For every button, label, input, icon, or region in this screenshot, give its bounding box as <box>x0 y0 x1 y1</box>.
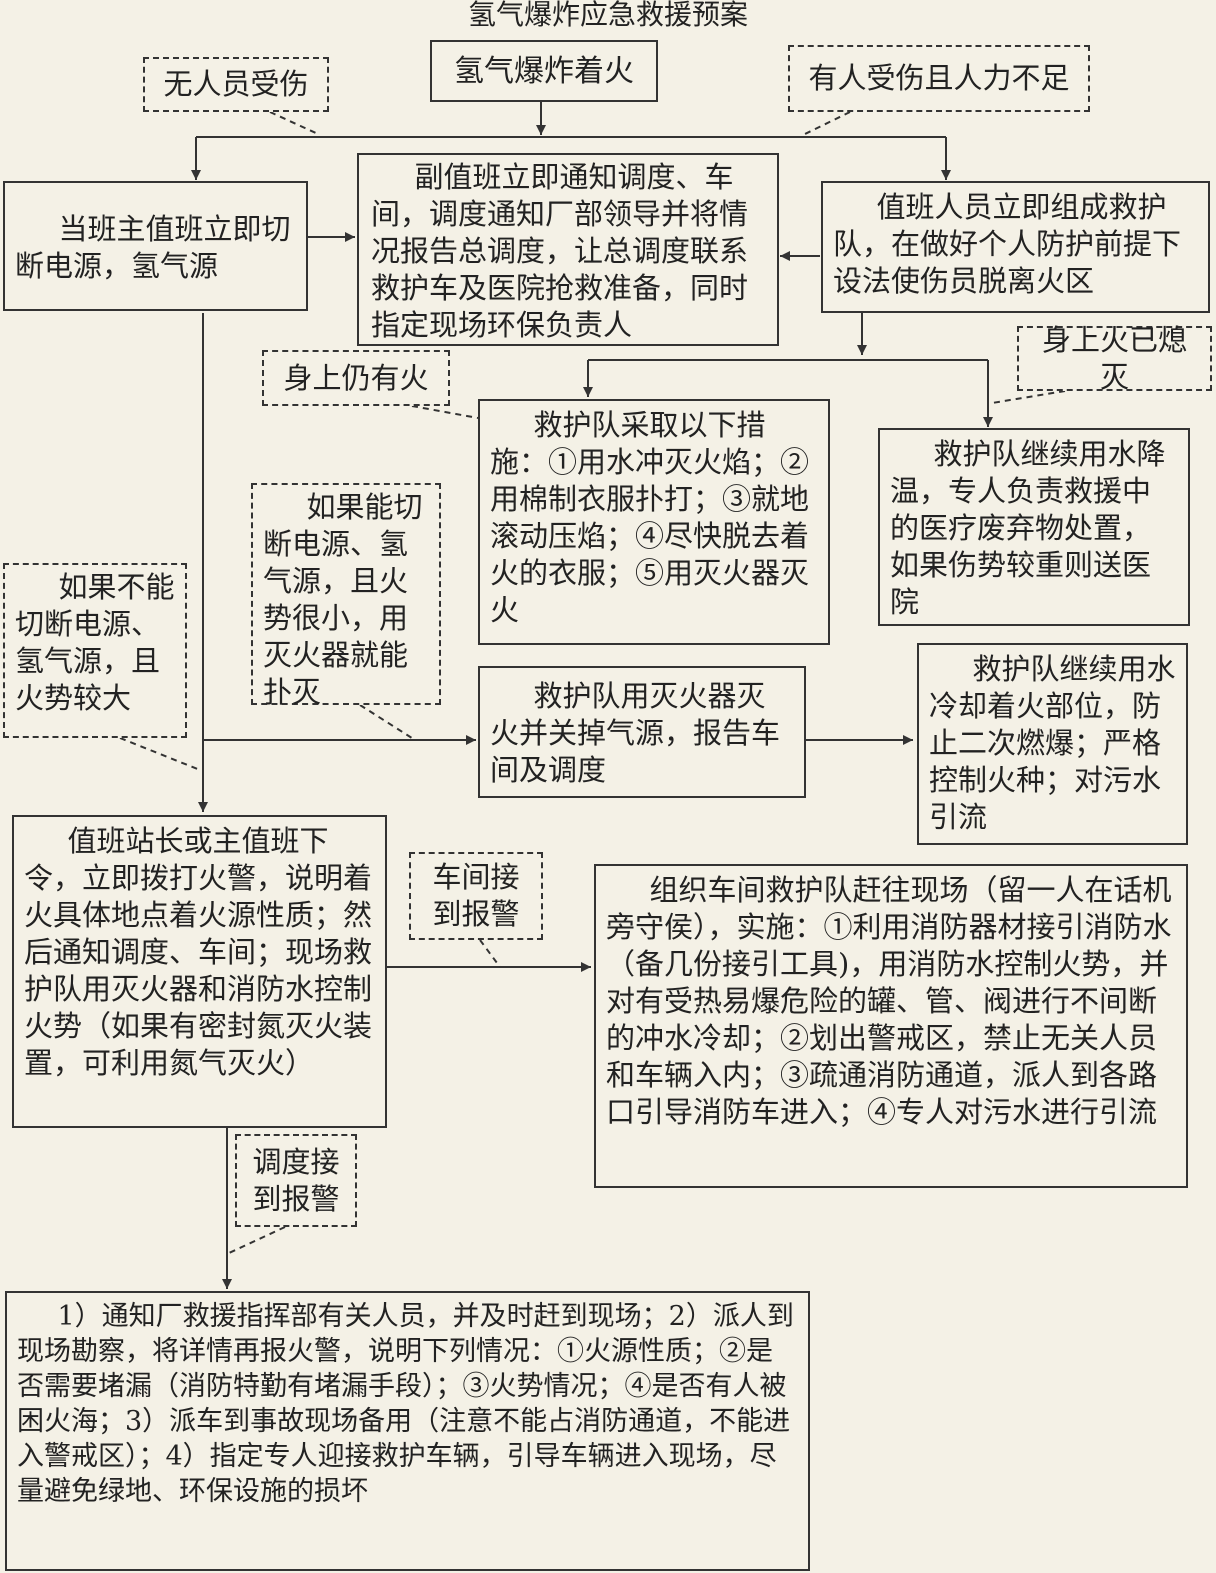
pointer-injured <box>804 111 851 135</box>
node-dispatch-actions: 1）通知厂救援指挥部有关人员，并及时赶到现场；2）派人到现场勘察，将详情再报火警… <box>5 1291 810 1571</box>
condition-big-fire: 如果不能切断电源、氢气源，且火势较大 <box>3 563 187 738</box>
node-extinguisher: 救护队用灭火器灭火并关掉气源，报告车间及调度 <box>478 666 806 798</box>
pointer-dispatch-alarm <box>228 1226 286 1254</box>
pointer-fire-out <box>991 390 1066 404</box>
node-measures: 救护队采取以下措施：①用水冲灭火焰；②用棉制衣服扑打；③就地滚动压焰；④尽快脱去… <box>478 399 830 645</box>
node-start: 氢气爆炸着火 <box>430 40 658 102</box>
pointer-workshop-alarm <box>479 939 501 968</box>
node-cool-down: 救护队继续用水降温，专人负责救援中的医疗废弃物处置，如果伤势较重则送医院 <box>878 428 1190 626</box>
condition-injured: 有人受伤且人力不足 <box>788 45 1090 112</box>
condition-fire-out: 身上火已熄灭 <box>1017 323 1212 394</box>
node-rescue-team: 值班人员立即组成救护队，在做好个人防护前提下设法使伤员脱离火区 <box>821 181 1210 313</box>
pointer-still-fire <box>411 405 479 419</box>
condition-dispatch-alarm: 调度接到报警 <box>235 1134 357 1227</box>
node-notify: 副值班立即通知调度、车间，调度通知厂部领导并将情况报告总调度，让总调度联系救护车… <box>357 153 779 346</box>
pointer-small-fire <box>359 704 416 741</box>
condition-workshop-alarm: 车间接到报警 <box>409 852 543 940</box>
condition-small-fire: 如果能切断电源、氢气源，且火势很小，用灭火器就能扑灭 <box>251 483 441 709</box>
node-workshop-team: 组织车间救护队赶往现场（留一人在话机旁守侯），实施：①利用消防器材接引消防水（备… <box>594 864 1188 1188</box>
diagram-title: 氢气爆炸应急救援预案 <box>467 0 748 31</box>
node-cut-power: 当班主值班立即切断电源，氢气源 <box>3 181 308 311</box>
condition-still-fire: 身上仍有火 <box>262 350 450 406</box>
node-station-chief: 值班站长或主值班下令，立即拨打火警，说明着火具体地点着火源性质；然后通知调度、车… <box>12 815 387 1128</box>
pointer-no-injury <box>269 111 319 135</box>
pointer-big-fire <box>119 737 201 771</box>
node-cool-part: 救护队继续用水冷却着火部位，防止二次燃爆；严格控制火种；对污水引流 <box>917 643 1188 845</box>
condition-no-injury: 无人员受伤 <box>143 57 329 112</box>
